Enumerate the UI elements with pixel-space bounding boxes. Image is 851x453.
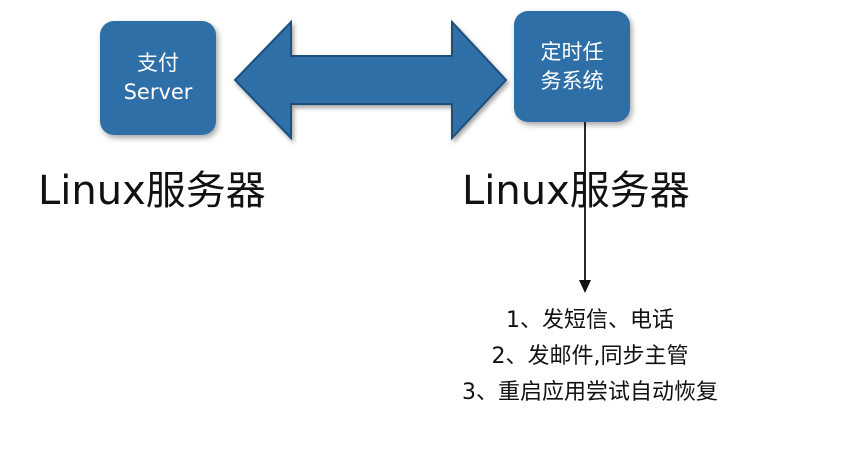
scheduler-box-line2: 务系统 [540,68,604,93]
action-item-1: 1、发短信、电话 [506,308,674,333]
left-server-label: Linux服务器 [38,168,266,214]
action-item-2: 2、发邮件,同步主管 [491,344,689,369]
payment-box-line1: 支付 [137,51,179,75]
alert-actions-list: 1、发短信、电话 2、发邮件,同步主管 3、重启应用尝试自动恢复 [410,303,770,411]
action-item-3: 3、重启应用尝试自动恢复 [462,380,718,405]
payment-server-box: 支付 Server [100,21,216,135]
down-arrow-head [579,280,591,293]
scheduler-box-line1: 定时任 [540,39,604,64]
scheduler-system-box: 定时任 务系统 [514,11,630,122]
right-server-label: Linux服务器 [462,168,690,214]
payment-box-line2: Server [123,80,193,104]
bidirectional-arrow [233,19,508,141]
